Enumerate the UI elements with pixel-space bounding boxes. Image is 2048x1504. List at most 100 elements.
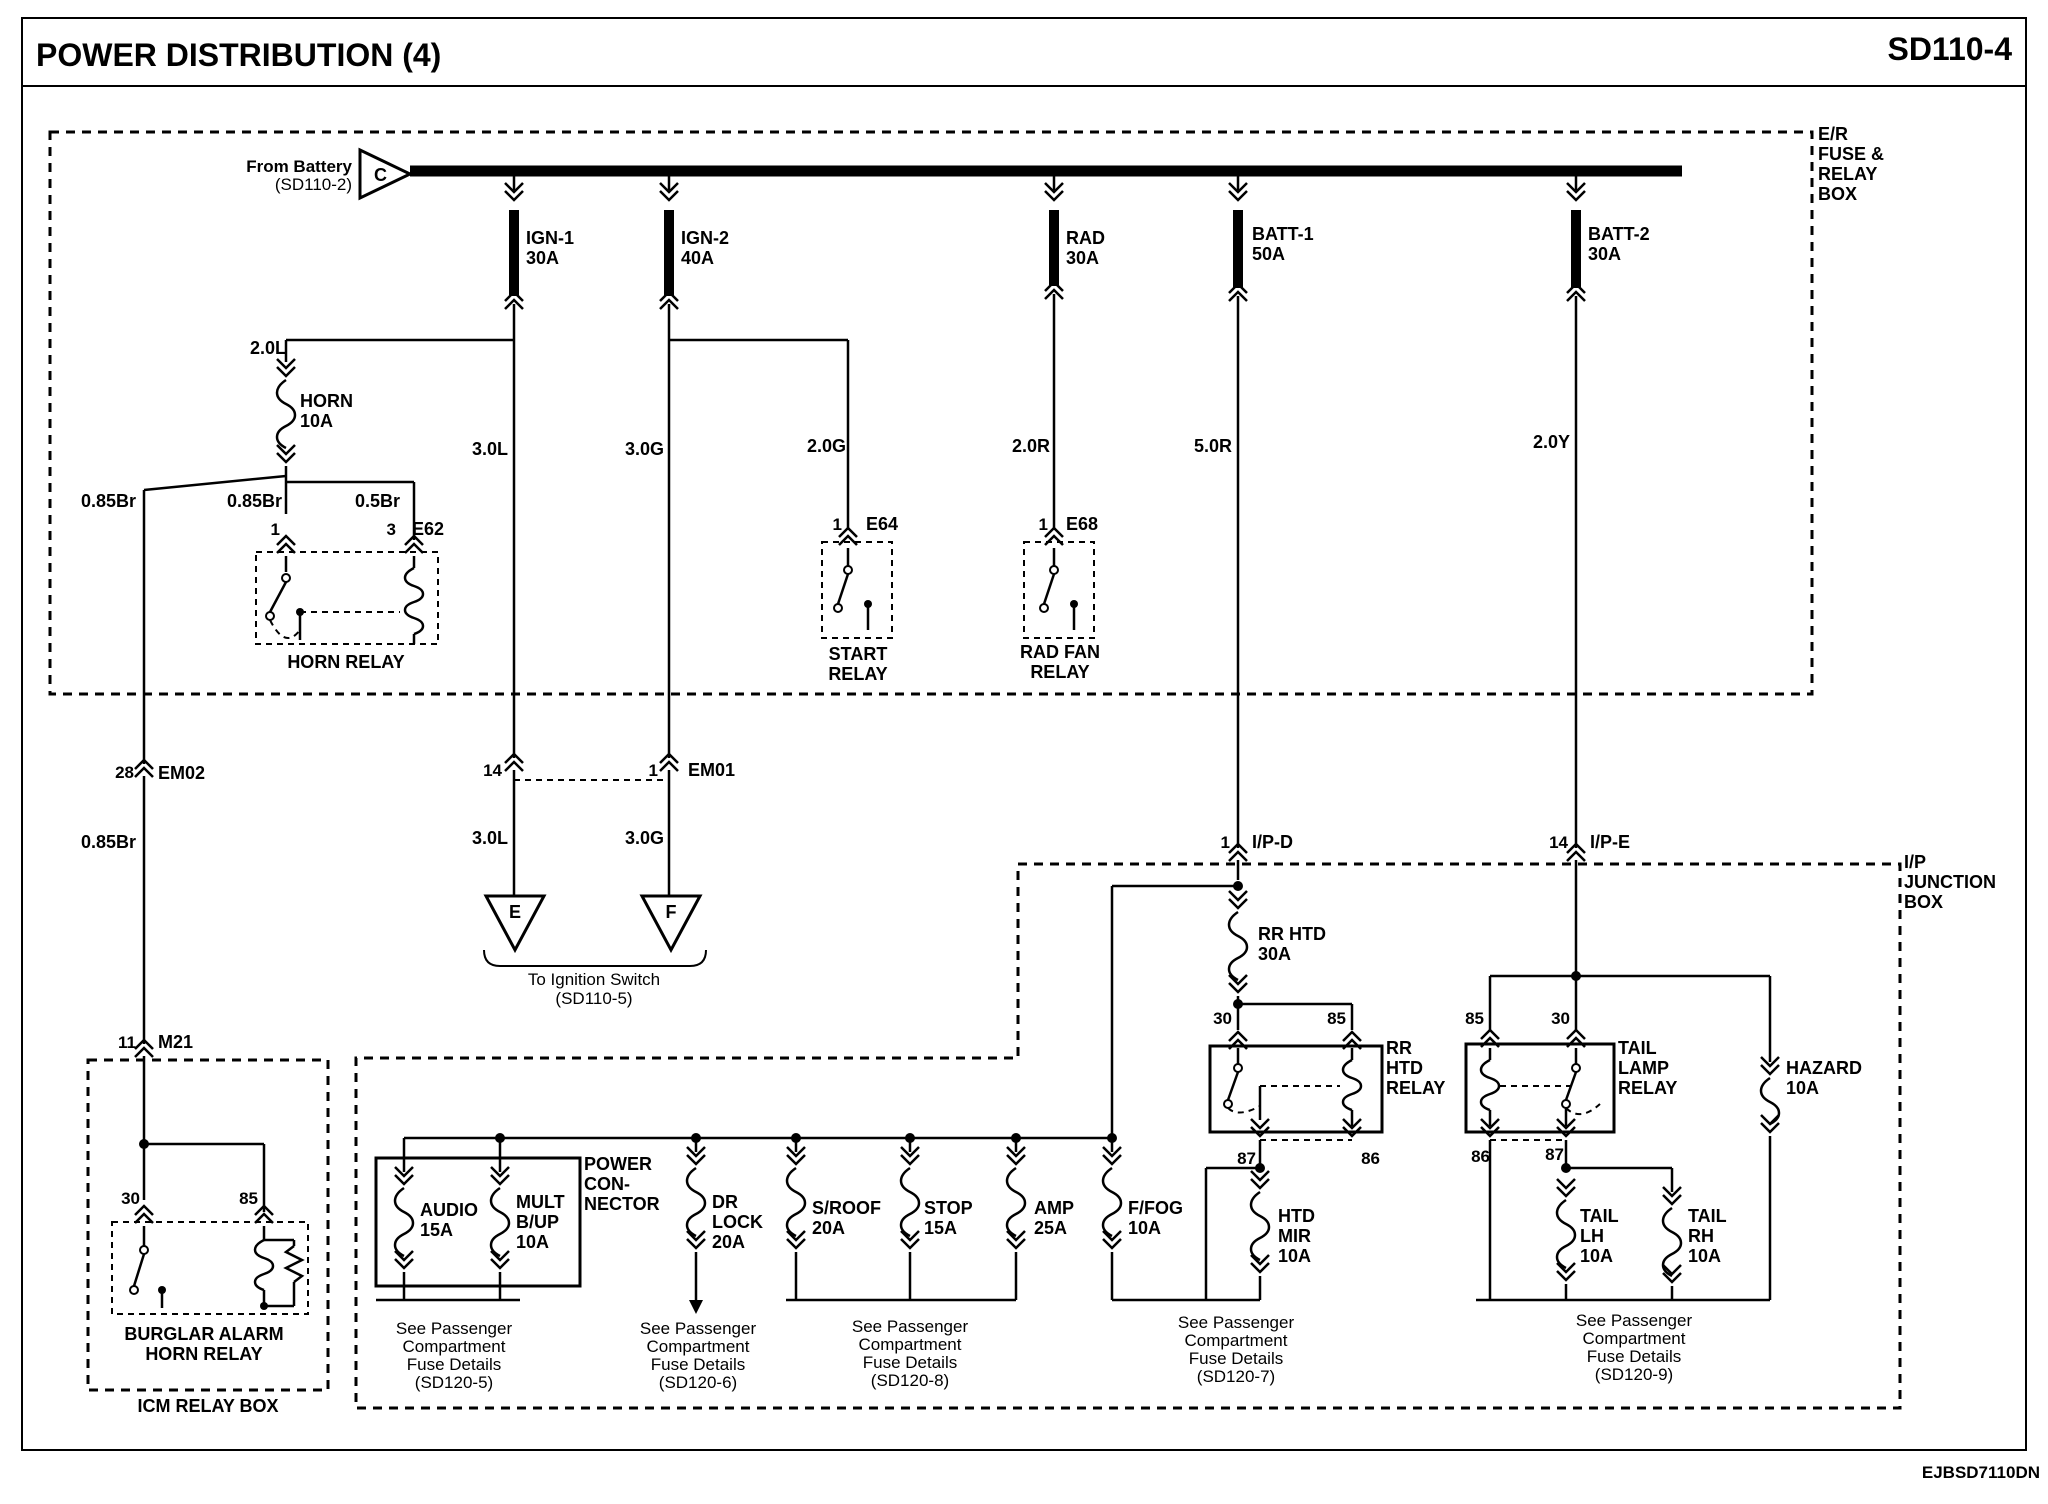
horn-fuse: HORN 10A (275, 357, 353, 476)
svg-text:EM01: EM01 (688, 760, 735, 780)
svg-text:3.0G: 3.0G (625, 828, 664, 848)
fusible-link-rad: RAD 30A (1043, 171, 1105, 301)
svg-text:CON-: CON- (584, 1174, 630, 1194)
svg-text:I/P-E: I/P-E (1590, 832, 1630, 852)
connector-ipd: 1 I/P-D (1221, 832, 1293, 863)
svg-text:E62: E62 (412, 519, 444, 539)
svg-text:See Passenger: See Passenger (1178, 1313, 1295, 1332)
svg-text:87: 87 (1237, 1149, 1256, 1168)
svg-text:85: 85 (239, 1189, 258, 1208)
svg-text:AUDIO: AUDIO (420, 1200, 478, 1220)
svg-text:NECTOR: NECTOR (584, 1194, 660, 1214)
svg-text:RAD: RAD (1066, 228, 1105, 248)
svg-text:Fuse Details: Fuse Details (651, 1355, 745, 1374)
ign1-circuit: 2.0L 3.0L (250, 304, 516, 758)
svg-text:BATT-2: BATT-2 (1588, 224, 1650, 244)
svg-text:I/P: I/P (1904, 852, 1926, 872)
svg-text:87: 87 (1545, 1145, 1564, 1164)
svg-text:FUSE &: FUSE & (1818, 144, 1884, 164)
svg-text:RELAY: RELAY (1818, 164, 1877, 184)
footer-code: EJBSD7110DN (1922, 1463, 2040, 1482)
svg-text:(SD120-5): (SD120-5) (415, 1373, 493, 1392)
icm-relay-box (86, 1058, 330, 1392)
svg-text:START: START (829, 644, 888, 664)
svg-text:B/UP: B/UP (516, 1212, 559, 1232)
tail-outputs (1488, 1140, 1674, 1300)
svg-text:See Passenger: See Passenger (852, 1317, 969, 1336)
fuse-mult-bup: MULT B/UP 10A (489, 1165, 565, 1300)
see-ref-sd120-9: See Passenger Compartment Fuse Details (… (1576, 1311, 1693, 1384)
svg-text:F/FOG: F/FOG (1128, 1198, 1183, 1218)
svg-text:Fuse Details: Fuse Details (863, 1353, 957, 1372)
svg-text:HTD: HTD (1386, 1058, 1423, 1078)
fuse-rr-htd: RR HTD 30A (1227, 860, 1326, 1009)
svg-text:25A: 25A (1034, 1218, 1067, 1238)
fuse-s-roof: S/ROOF 20A (785, 1138, 881, 1300)
svg-text:1: 1 (833, 515, 842, 534)
svg-text:S/ROOF: S/ROOF (812, 1198, 881, 1218)
svg-text:BOX: BOX (1904, 892, 1943, 912)
svg-text:10A: 10A (516, 1232, 549, 1252)
svg-text:2.0Y: 2.0Y (1533, 432, 1570, 452)
svg-text:30: 30 (1551, 1009, 1570, 1028)
svg-text:TAIL: TAIL (1618, 1038, 1657, 1058)
svg-text:I/P-D: I/P-D (1252, 832, 1293, 852)
fuse-f-fog: F/FOG 10A (1101, 1138, 1183, 1300)
battery-feed: C From Battery (SD110-2) (246, 147, 414, 201)
svg-text:HORN RELAY: HORN RELAY (145, 1344, 262, 1364)
svg-text:To Ignition Switch: To Ignition Switch (528, 970, 660, 989)
svg-text:0.85Br: 0.85Br (81, 491, 136, 511)
svg-text:86: 86 (1471, 1147, 1490, 1166)
svg-text:11: 11 (118, 1033, 136, 1052)
svg-text:1: 1 (649, 761, 658, 780)
svg-text:POWER: POWER (584, 1154, 652, 1174)
fuse-tail-rh: TAIL RH 10A (1661, 1185, 1727, 1300)
burglar-alarm-horn-relay: 30 85 BURGLAR ALARM HORN RELAY (111, 1056, 309, 1364)
horn-relay: 1 3 E62 HORN RELAY (255, 519, 444, 672)
see-ref-sd120-8: See Passenger Compartment Fuse Details (… (852, 1317, 969, 1390)
svg-text:15A: 15A (420, 1220, 453, 1240)
svg-text:RELAY: RELAY (828, 664, 887, 684)
fuse-amp: AMP 25A (1005, 1138, 1074, 1300)
svg-text:0.5Br: 0.5Br (355, 491, 400, 511)
svg-text:LH: LH (1580, 1226, 1604, 1246)
svg-text:5.0R: 5.0R (1194, 436, 1232, 456)
svg-text:Fuse Details: Fuse Details (1189, 1349, 1283, 1368)
svg-text:2.0L: 2.0L (250, 338, 286, 358)
fuse-tail-lh: TAIL LH 10A (1555, 1177, 1619, 1300)
svg-text:10A: 10A (1580, 1246, 1613, 1266)
svg-text:Compartment: Compartment (859, 1335, 962, 1354)
page-code: SD110-4 (1887, 31, 2012, 67)
svg-text:Fuse Details: Fuse Details (407, 1355, 501, 1374)
svg-text:50A: 50A (1252, 244, 1285, 264)
svg-text:10A: 10A (300, 411, 333, 431)
svg-text:20A: 20A (812, 1218, 845, 1238)
svg-text:MIR: MIR (1278, 1226, 1311, 1246)
battery-connector-c: C (374, 165, 387, 185)
batt2-junction (1488, 860, 1772, 1062)
svg-text:See Passenger: See Passenger (640, 1319, 757, 1338)
fuse-dr-lock: DR LOCK 20A (685, 1138, 763, 1314)
svg-text:85: 85 (1465, 1009, 1484, 1028)
page-title: POWER DISTRIBUTION (4) (36, 37, 441, 73)
svg-text:0.85Br: 0.85Br (81, 832, 136, 852)
svg-text:1: 1 (271, 520, 280, 539)
svg-text:RELAY: RELAY (1618, 1078, 1677, 1098)
svg-text:14: 14 (483, 761, 502, 780)
svg-text:JUNCTION: JUNCTION (1904, 872, 1996, 892)
fuse-hazard: HAZARD 10A (1759, 1055, 1862, 1300)
fuse-htd-mir: HTD MIR 10A (1204, 1140, 1315, 1300)
svg-text:30: 30 (121, 1189, 140, 1208)
svg-text:30: 30 (1213, 1009, 1232, 1028)
ip-junction-box (354, 862, 1902, 1410)
connector-em01: 14 1 EM01 3.0L 3.0G (472, 752, 735, 896)
batt2-wire: 2.0Y (1533, 296, 1578, 848)
svg-text:TAIL: TAIL (1580, 1206, 1619, 1226)
svg-text:40A: 40A (681, 248, 714, 268)
fusible-link-ign1: IGN-1 30A (503, 171, 574, 311)
svg-text:HTD: HTD (1278, 1206, 1315, 1226)
svg-text:E68: E68 (1066, 514, 1098, 534)
power-connector: POWER CON- NECTOR (374, 1138, 660, 1288)
svg-text:AMP: AMP (1034, 1198, 1074, 1218)
svg-text:RAD FAN: RAD FAN (1020, 642, 1100, 662)
